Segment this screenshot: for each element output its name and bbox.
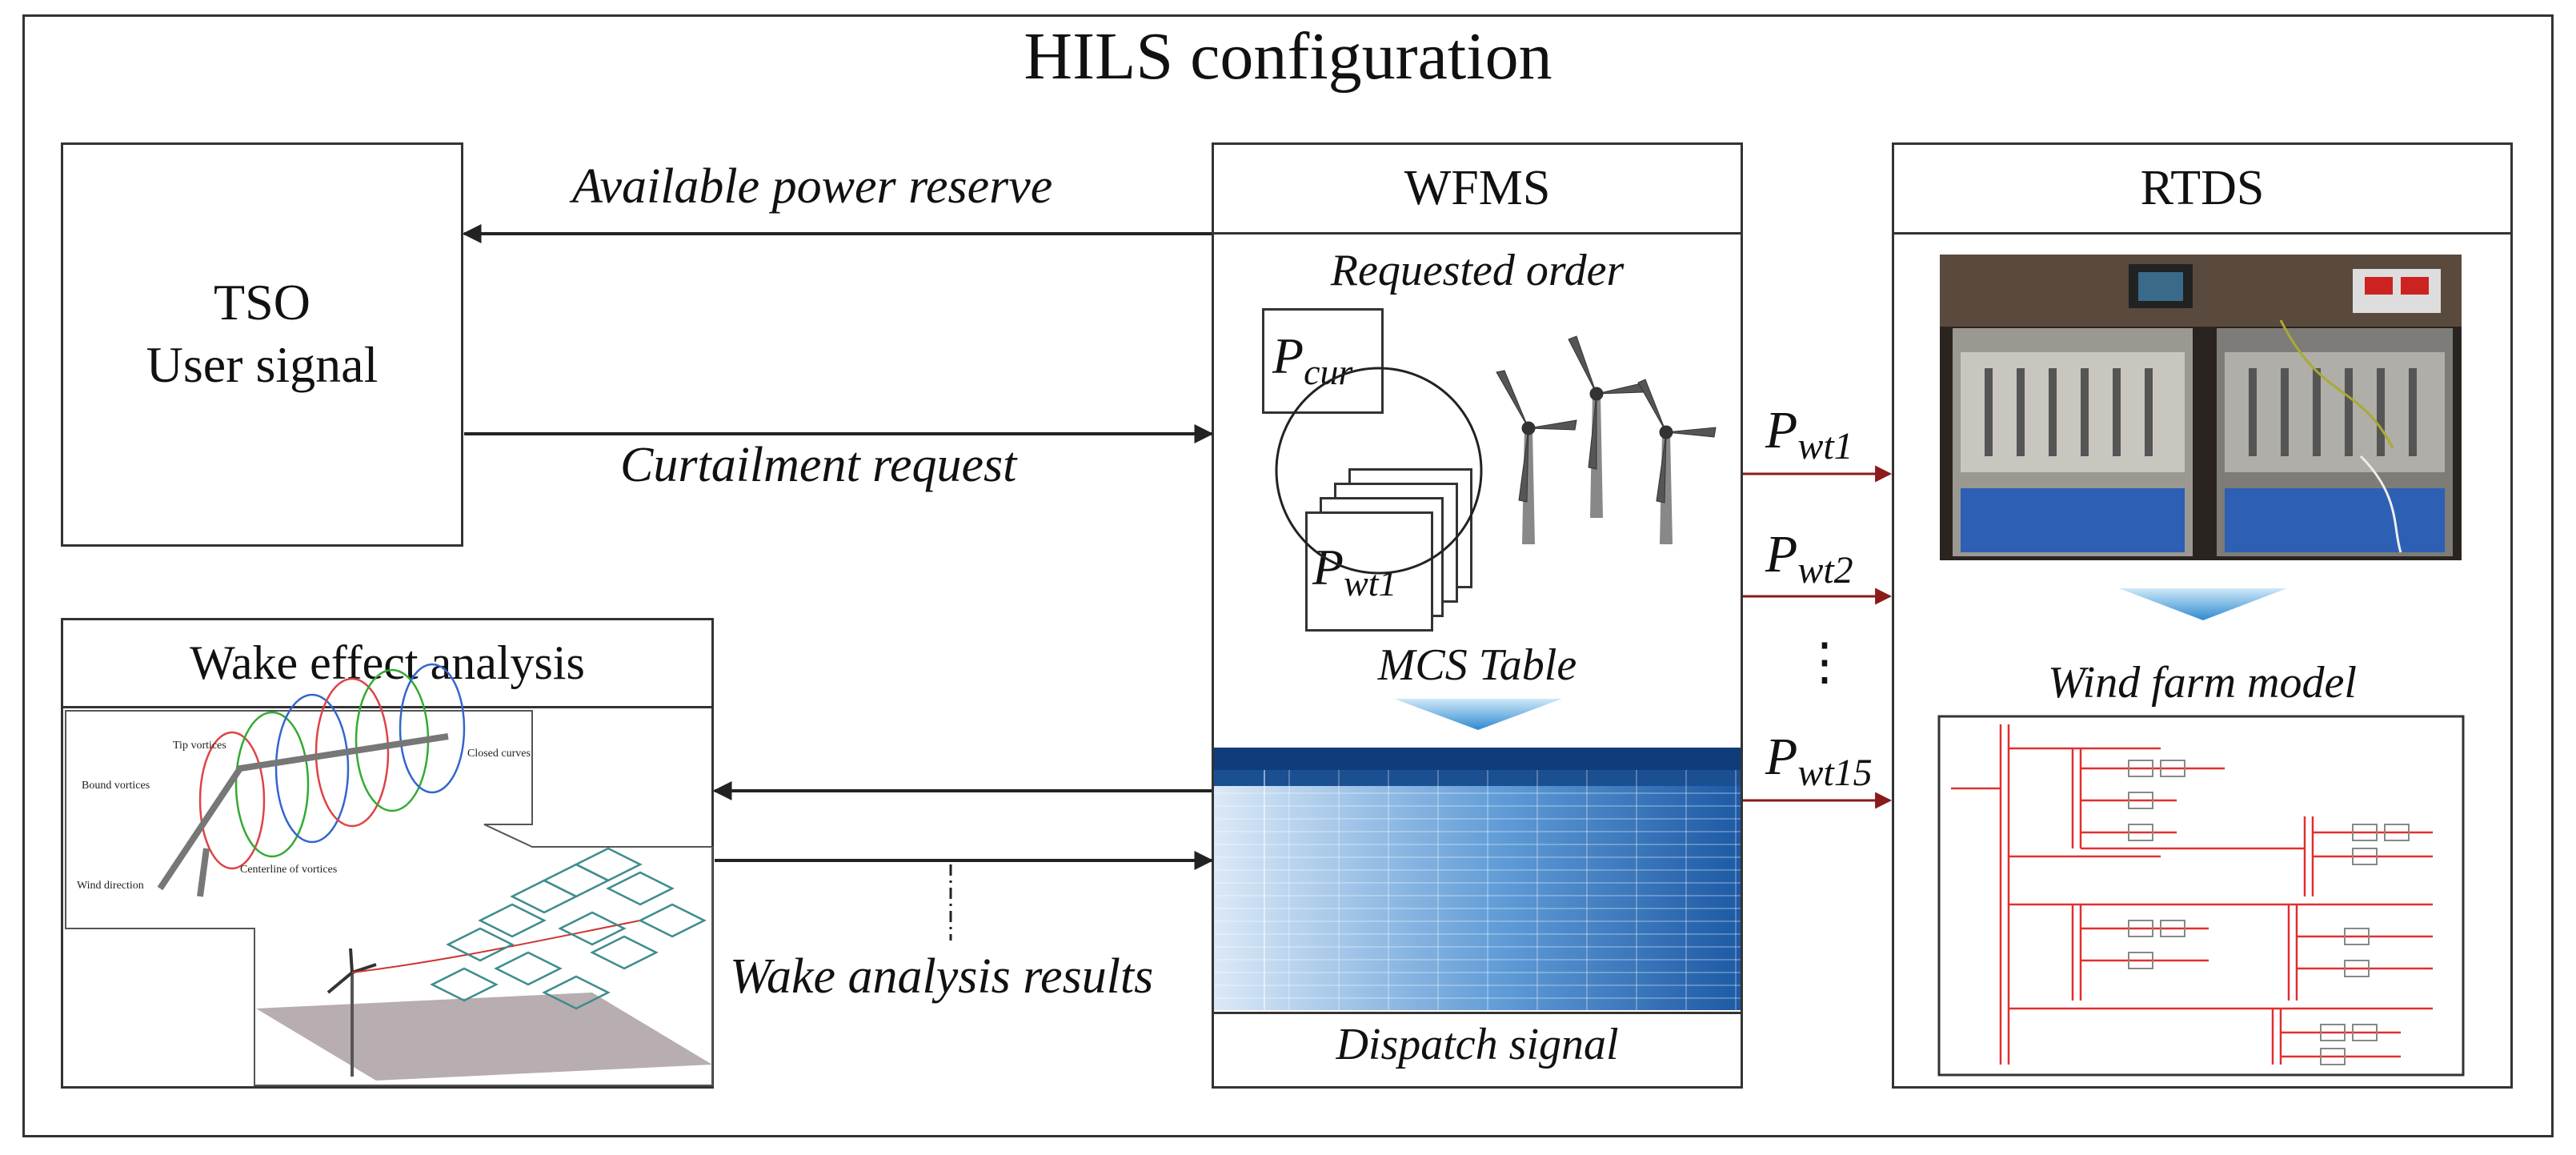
mcs-table-graphic [1214, 748, 1741, 1010]
available-power-reserve-label: Available power reserve [572, 159, 1053, 214]
wake-label-bound-vortices: Bound vortices [82, 780, 150, 792]
output-pwt15-label: Pwt15 [1765, 728, 1873, 795]
wake-analysis-results-label: Wake analysis results [730, 949, 1154, 1004]
wfms-header: WFMS [1214, 145, 1741, 235]
curtailment-request-label: Curtailment request [620, 438, 1017, 492]
dispatch-divider [1214, 1012, 1741, 1014]
output-pwt1-label: Pwt1 [1765, 401, 1853, 468]
requested-order-label: Requested order [1330, 246, 1625, 295]
p-wt1-label: Pwt1 [1312, 539, 1397, 604]
wind-farm-schematic [1937, 715, 2465, 1077]
output-pwt2-label: Pwt2 [1765, 525, 1853, 592]
rtds-header: RTDS [1894, 145, 2510, 235]
dispatch-signal-label: Dispatch signal [1336, 1020, 1619, 1069]
wake-label-closed-curves: Closed curves [467, 748, 531, 760]
wake-header: Wake effect analysis [63, 620, 711, 708]
wake-vortex-illustration [65, 663, 713, 1086]
wind-turbine-icon [1496, 335, 1717, 544]
wake-label-wind-direction: Wind direction [77, 880, 144, 892]
tso-box[interactable]: TSO User signal [61, 142, 463, 547]
wake-header-label: Wake effect analysis [190, 636, 585, 689]
tso-label: TSO [214, 274, 310, 331]
wake-label-tip-vortices: Tip vortices [173, 740, 226, 752]
p-cur-label: Pcur [1272, 327, 1353, 392]
wfms-header-label: WFMS [1404, 161, 1551, 215]
ellipsis: ⋮ [1799, 633, 1850, 690]
p-wt1-card: Pwt1 [1305, 511, 1433, 632]
wake-label-centerline: Centerline of vortices [240, 864, 337, 876]
mcs-table-label: MCS Table [1377, 640, 1577, 690]
user-signal-label: User signal [146, 336, 379, 393]
page-title: HILS configuration [1024, 19, 1552, 94]
wind-farm-model-label: Wind farm model [2048, 658, 2357, 708]
rtds-chevron-icon [2119, 588, 2287, 620]
rtds-header-label: RTDS [2140, 161, 2265, 215]
p-cur-box: Pcur [1262, 308, 1384, 414]
dispatch-cycle-circle [1275, 367, 1483, 575]
wind-farm-schematic-components [2128, 760, 2410, 1065]
wfms-chevron-icon [1394, 699, 1562, 730]
rtds-hardware-photo [1940, 255, 2462, 560]
